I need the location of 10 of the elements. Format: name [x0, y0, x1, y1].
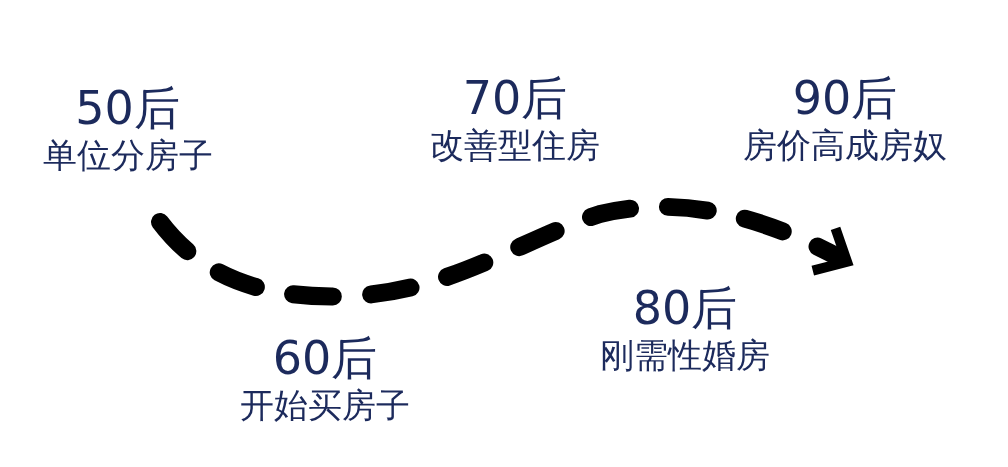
era-label: 70后: [462, 72, 568, 124]
era-label: 90后: [792, 72, 898, 124]
stage-label: 房价高成房奴: [743, 124, 947, 166]
era-label: 80后: [632, 282, 738, 334]
era-label: 60后: [272, 332, 378, 384]
era-label: 50后: [75, 82, 180, 134]
stage-label: 单位分房子: [42, 134, 213, 176]
stage-label: 开始买房子: [240, 384, 410, 426]
stage-label: 刚需性婚房: [600, 334, 770, 376]
stage-label: 改善型住房: [430, 124, 600, 166]
